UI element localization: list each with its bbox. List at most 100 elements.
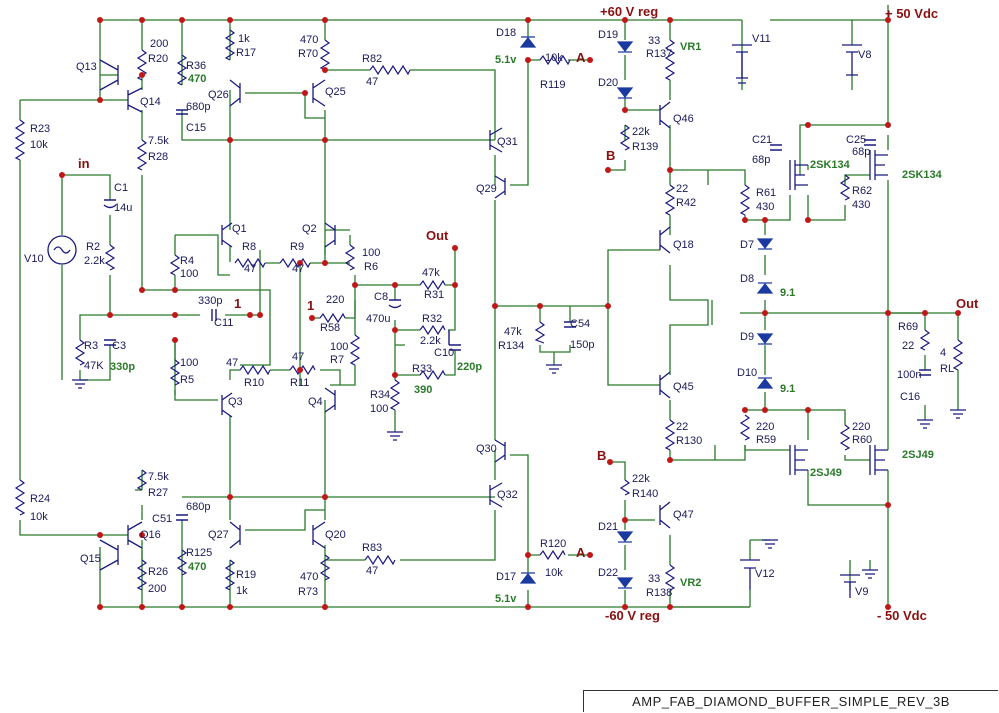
svg-text:Q45: Q45 bbox=[673, 381, 694, 393]
rail-label-plus50: + 50 Vdc bbox=[885, 6, 938, 21]
svg-text:9.1: 9.1 bbox=[780, 383, 795, 395]
mosfet-2sj49-right bbox=[869, 445, 888, 475]
label-v10: V10 bbox=[24, 253, 44, 265]
transistor-q26 bbox=[229, 79, 241, 107]
label-v9: V9 bbox=[855, 586, 868, 598]
resistor-r138 bbox=[664, 564, 676, 591]
resistor-r70 bbox=[319, 39, 331, 71]
port-out-top: Out bbox=[426, 228, 449, 243]
svg-text:VR2: VR2 bbox=[680, 577, 701, 589]
svg-text:Q1: Q1 bbox=[232, 223, 247, 235]
resistor-r34 bbox=[389, 379, 401, 411]
svg-text:47: 47 bbox=[366, 76, 378, 88]
labels: +60 V reg -60 V reg + 50 Vdc - 50 Vdc in… bbox=[24, 4, 979, 623]
svg-text:C3: C3 bbox=[112, 340, 126, 352]
transistor-q15 bbox=[99, 539, 119, 571]
svg-text:R70: R70 bbox=[298, 48, 318, 60]
svg-text:D17: D17 bbox=[496, 571, 516, 583]
transistor-q27 bbox=[229, 521, 241, 549]
resistor-r32 bbox=[419, 324, 446, 336]
transistor-q32 bbox=[489, 482, 503, 508]
transistor-q45 bbox=[659, 371, 671, 399]
svg-text:R138: R138 bbox=[646, 587, 672, 599]
svg-text:2SK134: 2SK134 bbox=[902, 169, 943, 181]
diode-d17 bbox=[519, 572, 537, 584]
capacitor-c1 bbox=[103, 199, 117, 209]
svg-text:47K: 47K bbox=[84, 360, 104, 372]
svg-text:2SK134: 2SK134 bbox=[810, 159, 851, 171]
resistor-rl bbox=[952, 339, 964, 371]
resistor-r125 bbox=[176, 549, 188, 576]
svg-text:22k: 22k bbox=[632, 126, 650, 138]
svg-text:10k: 10k bbox=[545, 52, 563, 64]
resistor-r62 bbox=[839, 174, 851, 201]
svg-text:D20: D20 bbox=[598, 77, 618, 89]
svg-text:VR1: VR1 bbox=[680, 41, 701, 53]
svg-text:Q25: Q25 bbox=[325, 86, 346, 98]
transistor-q2 bbox=[324, 222, 336, 248]
resistor-r130 bbox=[664, 419, 676, 451]
svg-text:68p: 68p bbox=[852, 146, 870, 158]
svg-text:22k: 22k bbox=[632, 473, 650, 485]
svg-text:Q26: Q26 bbox=[208, 89, 229, 101]
svg-text:R7: R7 bbox=[330, 354, 344, 366]
svg-text:470: 470 bbox=[188, 561, 206, 573]
port-b-bottom: B bbox=[597, 448, 606, 463]
svg-text:D22: D22 bbox=[598, 567, 618, 579]
transistor-q30 bbox=[494, 439, 506, 463]
svg-text:Q15: Q15 bbox=[80, 553, 101, 565]
capacitor-c16 bbox=[919, 369, 931, 376]
svg-text:680p: 680p bbox=[186, 501, 210, 513]
port-in: in bbox=[78, 156, 90, 171]
svg-text:C8: C8 bbox=[374, 291, 388, 303]
mosfet-2sj49-left bbox=[789, 445, 808, 475]
capacitor-c51 bbox=[176, 514, 188, 521]
svg-text:C25: C25 bbox=[846, 134, 866, 146]
svg-text:R28: R28 bbox=[148, 151, 168, 163]
svg-text:150p: 150p bbox=[570, 339, 594, 351]
battery-v8 bbox=[842, 44, 862, 76]
resistor-r20 bbox=[136, 49, 148, 81]
transistor-q13 bbox=[99, 59, 119, 91]
svg-text:C21: C21 bbox=[752, 134, 772, 146]
svg-text:330p: 330p bbox=[110, 361, 135, 373]
svg-text:100: 100 bbox=[362, 247, 380, 259]
svg-text:D9: D9 bbox=[740, 331, 754, 343]
transistor-q1 bbox=[221, 222, 233, 248]
capacitor-c15 bbox=[176, 109, 188, 115]
svg-text:Q46: Q46 bbox=[673, 113, 694, 125]
svg-text:R31: R31 bbox=[424, 289, 444, 301]
svg-text:R2: R2 bbox=[86, 241, 100, 253]
transistors bbox=[99, 59, 888, 571]
svg-text:RL: RL bbox=[940, 363, 954, 375]
svg-text:R58: R58 bbox=[320, 322, 340, 334]
svg-text:47: 47 bbox=[292, 351, 304, 363]
diode-d18 bbox=[519, 36, 537, 48]
svg-text:C51: C51 bbox=[152, 513, 172, 525]
port-a-bottom: A bbox=[576, 545, 586, 560]
diode-d8 bbox=[756, 282, 774, 294]
svg-text:D21: D21 bbox=[598, 521, 618, 533]
resistor-r10 bbox=[239, 364, 271, 376]
schematic-title: AMP_FAB_DIAMOND_BUFFER_SIMPLE_REV_3B bbox=[632, 694, 950, 709]
svg-text:R8: R8 bbox=[242, 241, 256, 253]
svg-text:470: 470 bbox=[300, 571, 318, 583]
svg-text:R34: R34 bbox=[370, 389, 390, 401]
capacitor-c3 bbox=[104, 339, 116, 346]
svg-text:R27: R27 bbox=[148, 487, 168, 499]
resistor-r120 bbox=[539, 549, 566, 561]
svg-text:430: 430 bbox=[852, 199, 870, 211]
resistor-r17 bbox=[224, 29, 236, 61]
capacitor-c25 bbox=[864, 139, 876, 146]
svg-text:D8: D8 bbox=[740, 273, 754, 285]
junction-dots bbox=[59, 17, 961, 610]
port-node1-a: 1 bbox=[234, 296, 241, 311]
svg-text:R20: R20 bbox=[148, 53, 168, 65]
transistor-q31 bbox=[489, 127, 503, 153]
battery-v11 bbox=[732, 44, 752, 84]
rail-label-plus60: +60 V reg bbox=[600, 4, 658, 19]
svg-text:R6: R6 bbox=[364, 261, 378, 273]
capacitor-c8 bbox=[388, 299, 402, 309]
resistor-r134 bbox=[534, 321, 546, 344]
svg-text:10k: 10k bbox=[30, 511, 48, 523]
